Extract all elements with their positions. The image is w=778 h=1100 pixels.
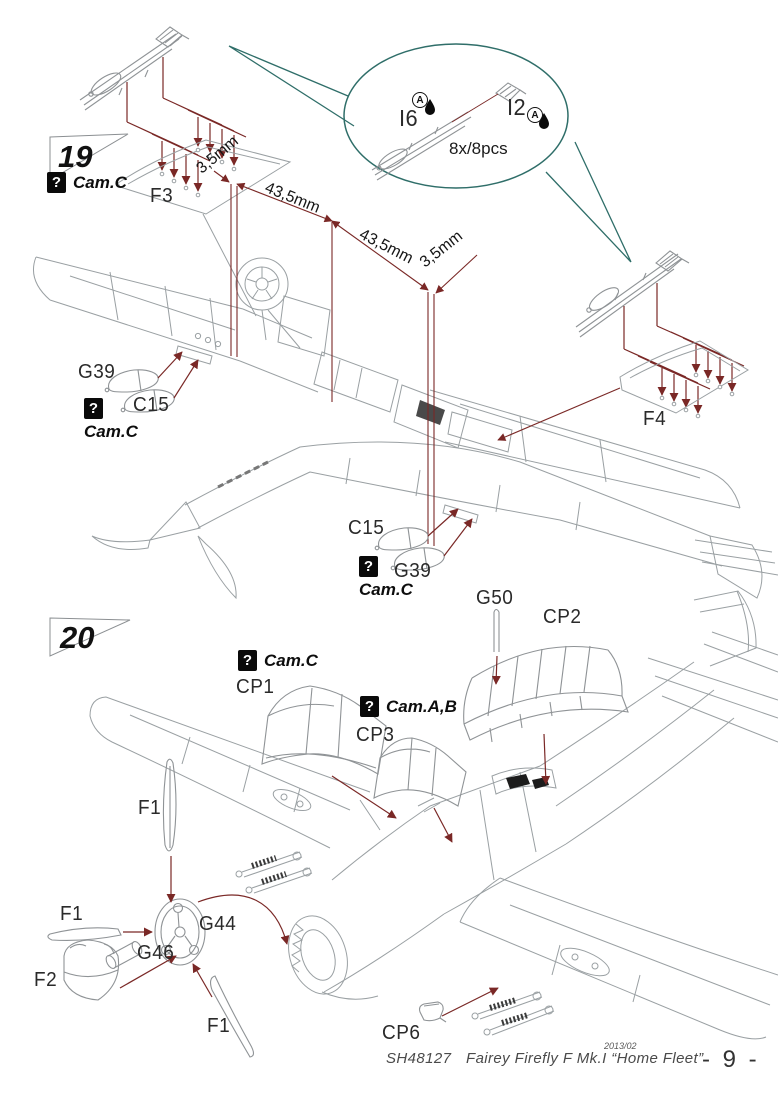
attachment-arrows-f4: [623, 283, 745, 414]
canopy-cp3-label: CP3: [356, 724, 395, 746]
wing-cannons-right: [471, 991, 555, 1036]
dimension-lines: [213, 170, 621, 546]
shaft-g46-label: G46: [137, 942, 175, 964]
antenna-g50-label: G50: [476, 587, 514, 609]
detail-inset-circle: [228, 43, 632, 263]
camera-note-label: Cam.C: [359, 580, 413, 599]
panel-f4: [619, 340, 749, 419]
wing-cannons-left: [235, 851, 313, 894]
rocket-fins-label: I2: [507, 94, 527, 120]
fuel-tanks-left: [104, 351, 199, 413]
camera-note-label: Cam.C: [264, 650, 318, 670]
antenna-mast-g50: [493, 608, 500, 652]
aircraft-step20: [89, 590, 778, 1040]
spinner-f2: [63, 939, 120, 1001]
panel-f3-label: F3: [150, 185, 174, 207]
tank-g39-label: G39: [394, 560, 432, 582]
question-icon: ?: [84, 398, 103, 419]
blade-f1-lower-label: F1: [207, 1015, 231, 1037]
canopy-parts: [261, 608, 629, 1023]
paint-drop-icon: [539, 113, 549, 129]
spinner-f2-label: F2: [34, 969, 58, 991]
shaft-g46: [105, 940, 143, 970]
landing-gear-wheel: [235, 257, 331, 357]
aircraft-inverted-step19: [33, 256, 778, 600]
step20-flag-shape: [49, 617, 131, 657]
page-number: - 9 -: [702, 1046, 760, 1073]
question-icon: ?: [359, 556, 378, 577]
part-cp6-label: CP6: [382, 1022, 421, 1044]
step19-number: 19: [58, 139, 93, 174]
paint-code-badge: A: [527, 107, 543, 123]
inset-rocket: [371, 82, 527, 181]
blade-f1-left: [47, 927, 122, 941]
camera-note-tanks-mid: ? Cam.C: [359, 556, 413, 600]
part-cp6: [418, 1001, 447, 1023]
blade-f1-upper-label: F1: [138, 797, 162, 819]
hub-g44: [154, 898, 206, 966]
blade-f1-lower: [209, 975, 255, 1058]
fuel-tanks-mid: [374, 508, 473, 571]
tank-c15-label: C15: [348, 517, 385, 539]
step20-number: 20: [60, 620, 95, 655]
blade-f1-upper: [162, 758, 177, 852]
rocket-assembly-top-left: [79, 26, 190, 111]
question-icon: ?: [238, 650, 257, 671]
paint-code-badge: A: [412, 92, 428, 108]
step19-flag-shape: [49, 133, 129, 181]
blade-f1-left-label: F1: [60, 903, 84, 925]
camera-note-cp3: ? Cam.A,B: [360, 696, 457, 717]
propeller-parts: [47, 758, 290, 1058]
hub-g44-label: G44: [199, 913, 237, 935]
canopy-cp3: [373, 737, 467, 807]
panel-f4-label: F4: [643, 408, 667, 430]
canopy-cp2: [463, 645, 629, 743]
rocket-assembly-right: [575, 250, 690, 338]
camera-note-tanks-left: ? Cam.C: [84, 398, 138, 442]
question-icon: ?: [360, 696, 379, 717]
rocket-body-label: I6: [399, 105, 419, 131]
question-icon: ?: [47, 172, 66, 193]
canopy-cp2-label: CP2: [543, 606, 582, 628]
kit-title: Fairey Firefly F Mk.I “Home Fleet”: [466, 1050, 704, 1067]
tank-c15-label: C15: [133, 394, 170, 416]
camera-note-label: Cam.C: [73, 172, 127, 192]
camera-note-step19: ? Cam.C: [47, 172, 127, 193]
edition-date: 2013/02: [604, 1041, 637, 1051]
kit-number: SH48127: [386, 1050, 452, 1067]
camera-note-cp1: ? Cam.C: [238, 650, 318, 671]
attachment-arrows-f3: [126, 57, 247, 192]
canopy-cp1-label: CP1: [236, 676, 275, 698]
propeller-step19: [91, 501, 237, 600]
camera-note-label: Cam.C: [84, 422, 138, 441]
paint-drop-icon: [425, 99, 435, 115]
camera-note-label: Cam.A,B: [386, 696, 457, 716]
quantity-note: 8x/8pcs: [449, 139, 508, 158]
canopy-cp1: [261, 685, 387, 775]
tank-g39-label: G39: [78, 361, 116, 383]
